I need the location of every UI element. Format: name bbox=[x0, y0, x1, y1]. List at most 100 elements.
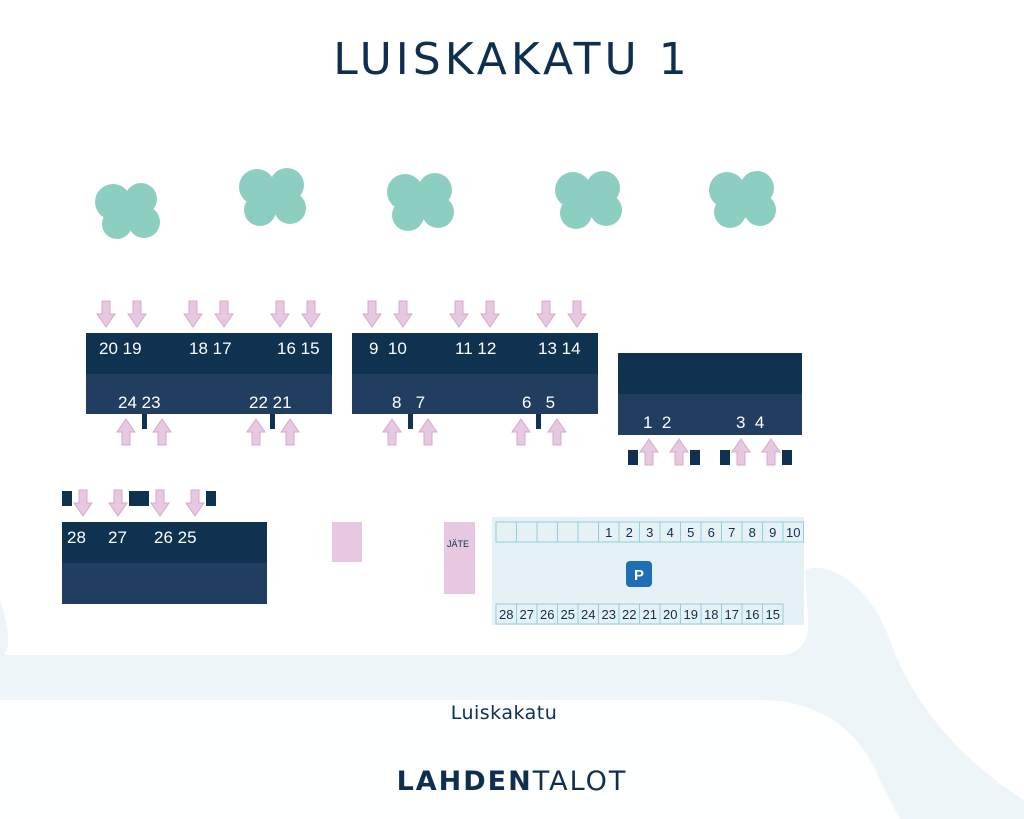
arrow-down-icon bbox=[449, 300, 469, 328]
building-b-top bbox=[352, 333, 598, 374]
units-24-23: 24 23 bbox=[118, 393, 161, 412]
parking-stall-number: 17 bbox=[725, 607, 739, 622]
trees bbox=[95, 168, 776, 239]
divider-post bbox=[142, 414, 147, 429]
building-d-top bbox=[62, 522, 267, 563]
tree bbox=[95, 183, 160, 239]
divider-post bbox=[536, 414, 541, 429]
dumpster-box bbox=[444, 522, 475, 594]
units-18-17: 18 17 bbox=[189, 339, 232, 358]
post bbox=[206, 491, 216, 506]
parking-stall-number: 7 bbox=[728, 525, 735, 540]
arrow-down-icon bbox=[480, 300, 500, 328]
post bbox=[129, 491, 149, 506]
building-c-bottom bbox=[618, 394, 802, 435]
parking-stall-number: 5 bbox=[687, 525, 694, 540]
arrow-up-icon bbox=[382, 418, 402, 446]
parking-stall-number: 26 bbox=[540, 607, 554, 622]
arrow-up-icon bbox=[669, 438, 689, 466]
parking-stall-number: 22 bbox=[622, 607, 636, 622]
post bbox=[690, 450, 700, 465]
building-a: 20 19 18 17 16 15 24 23 22 21 bbox=[86, 333, 332, 429]
parking-stall-number: 21 bbox=[643, 607, 657, 622]
arrow-down-icon bbox=[150, 489, 170, 517]
arrow-down-icon bbox=[185, 489, 205, 517]
parking-stall-number: 24 bbox=[581, 607, 595, 622]
page-title: LUISKAKATU 1 bbox=[333, 34, 691, 85]
arrow-down-icon bbox=[96, 300, 116, 328]
divider-post bbox=[408, 414, 413, 429]
parking-stall-number: 27 bbox=[520, 607, 534, 622]
arrow-down-icon bbox=[301, 300, 321, 328]
parking-stall-number: 28 bbox=[499, 607, 513, 622]
dumpster-area: JÄTE bbox=[444, 522, 475, 594]
arrow-up-icon bbox=[761, 438, 781, 466]
arrow-down-icon bbox=[127, 300, 147, 328]
parking-stall bbox=[782, 521, 804, 543]
parking-stall-number: 9 bbox=[769, 525, 776, 540]
units-13-14: 13 14 bbox=[538, 339, 581, 358]
arrow-up-icon bbox=[418, 418, 438, 446]
entrance-arrows bbox=[73, 300, 781, 517]
building-c: 1 2 3 4 bbox=[618, 353, 802, 465]
arrow-down-icon bbox=[362, 300, 382, 328]
parking-stall-number: 23 bbox=[602, 607, 616, 622]
arrow-up-icon bbox=[116, 418, 136, 446]
parking-stall-number: 2 bbox=[626, 525, 633, 540]
arrow-up-icon bbox=[547, 418, 567, 446]
parking-stall-number: 6 bbox=[708, 525, 715, 540]
building-c-top bbox=[618, 353, 802, 394]
units-16-15: 16 15 bbox=[277, 339, 320, 358]
arrow-up-icon bbox=[246, 418, 266, 446]
units-9-10: 9 10 bbox=[369, 339, 407, 358]
units-11-12: 11 12 bbox=[455, 339, 496, 358]
building-a-bottom bbox=[86, 374, 332, 414]
building-b: 9 10 11 12 13 14 8 7 6 5 bbox=[352, 333, 598, 429]
divider-post bbox=[270, 414, 275, 429]
dumpster-label: JÄTE bbox=[447, 539, 469, 549]
parking-stall-number: 18 bbox=[704, 607, 718, 622]
building-a-top bbox=[86, 333, 332, 374]
building-b-bottom bbox=[352, 374, 598, 414]
parking-badge bbox=[626, 561, 652, 587]
parking-stall-number: 10 bbox=[786, 525, 800, 540]
post bbox=[628, 450, 638, 465]
parking-stall-number: 25 bbox=[561, 607, 575, 622]
parking-stall bbox=[762, 603, 784, 625]
parking-stall-number: 1 bbox=[605, 525, 612, 540]
units-26-25: 26 25 bbox=[154, 528, 197, 547]
road-lane bbox=[0, 700, 900, 819]
road-edge bbox=[0, 600, 9, 660]
parking-stall-number: 8 bbox=[749, 525, 756, 540]
arrow-up-icon bbox=[639, 438, 659, 466]
arrow-down-icon bbox=[536, 300, 556, 328]
building-d: 28 27 26 25 bbox=[62, 491, 267, 604]
units-22-21: 22 21 bbox=[249, 393, 292, 412]
storage-shed bbox=[332, 522, 362, 562]
post bbox=[62, 491, 72, 506]
parking-label: P bbox=[634, 567, 644, 584]
logo-bold-part: LAHDEN bbox=[396, 766, 533, 797]
tree bbox=[239, 168, 306, 226]
parking-stall-number: 3 bbox=[646, 525, 653, 540]
units-6-5: 6 5 bbox=[522, 393, 555, 412]
arrow-up-icon bbox=[152, 418, 172, 446]
unit-27: 27 bbox=[108, 528, 127, 547]
arrow-up-icon bbox=[511, 418, 531, 446]
arrow-down-icon bbox=[214, 300, 234, 328]
arrow-down-icon bbox=[183, 300, 203, 328]
arrow-up-icon bbox=[280, 418, 300, 446]
logo-regular-part: TALOT bbox=[532, 766, 628, 797]
post bbox=[782, 450, 792, 465]
post bbox=[720, 450, 730, 465]
unit-28: 28 bbox=[67, 528, 86, 547]
street-name: Luiskakatu bbox=[450, 702, 558, 724]
tree bbox=[387, 173, 454, 231]
units-8-7: 8 7 bbox=[392, 393, 425, 412]
arrow-down-icon bbox=[108, 489, 128, 517]
units-20-19: 20 19 bbox=[99, 339, 142, 358]
